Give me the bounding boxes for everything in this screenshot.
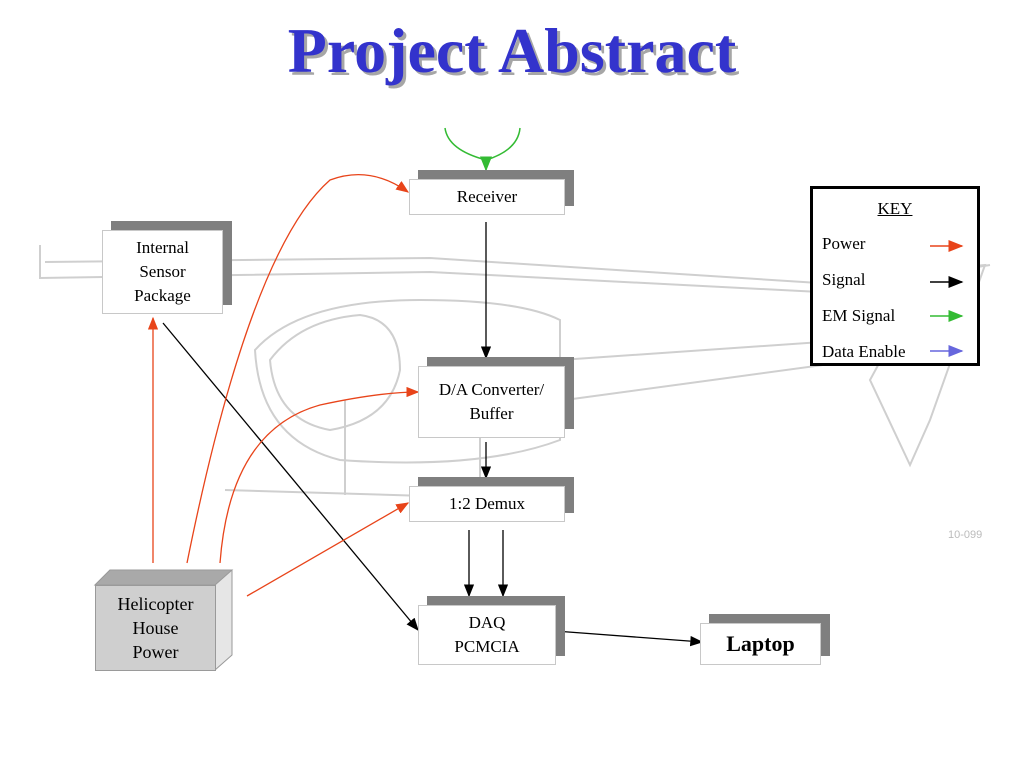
key-arrows <box>930 240 964 357</box>
helicopter-power-block: Helicopter House Power <box>95 585 216 671</box>
key-title: KEY <box>877 199 913 218</box>
power-arrow-to-da <box>219 386 420 564</box>
key-item-power: Power <box>822 234 866 253</box>
power-arrow-to-receiver <box>186 174 410 564</box>
laptop-block: Laptop <box>700 623 821 665</box>
key-legend: KEY Power Signal EM Signal Data Enable <box>810 186 980 366</box>
key-item-em-signal: EM Signal <box>822 306 896 325</box>
da-converter-block: D/A Converter/ Buffer <box>418 366 565 438</box>
arrow-daq-to-laptop <box>554 630 704 647</box>
key-item-data-enable: Data Enable <box>822 342 906 361</box>
cockpit-window <box>268 313 402 432</box>
slide-title: Project Abstract <box>287 15 737 86</box>
internal-sensor-block: Internal Sensor Package <box>102 230 223 314</box>
power-box-top <box>93 569 234 586</box>
daq-pcmcia-block: DAQ PCMCIA <box>418 605 556 665</box>
em-signal-antenna <box>444 127 521 161</box>
arrow-sensor-to-daq <box>162 322 419 632</box>
demux-block: 1:2 Demux <box>409 486 565 522</box>
cabin-outline <box>253 298 561 464</box>
tail-number: 10-099 <box>948 529 982 541</box>
receiver-block: Receiver <box>409 179 565 215</box>
power-arrow-to-demux <box>246 502 410 597</box>
key-item-signal: Signal <box>822 270 866 289</box>
